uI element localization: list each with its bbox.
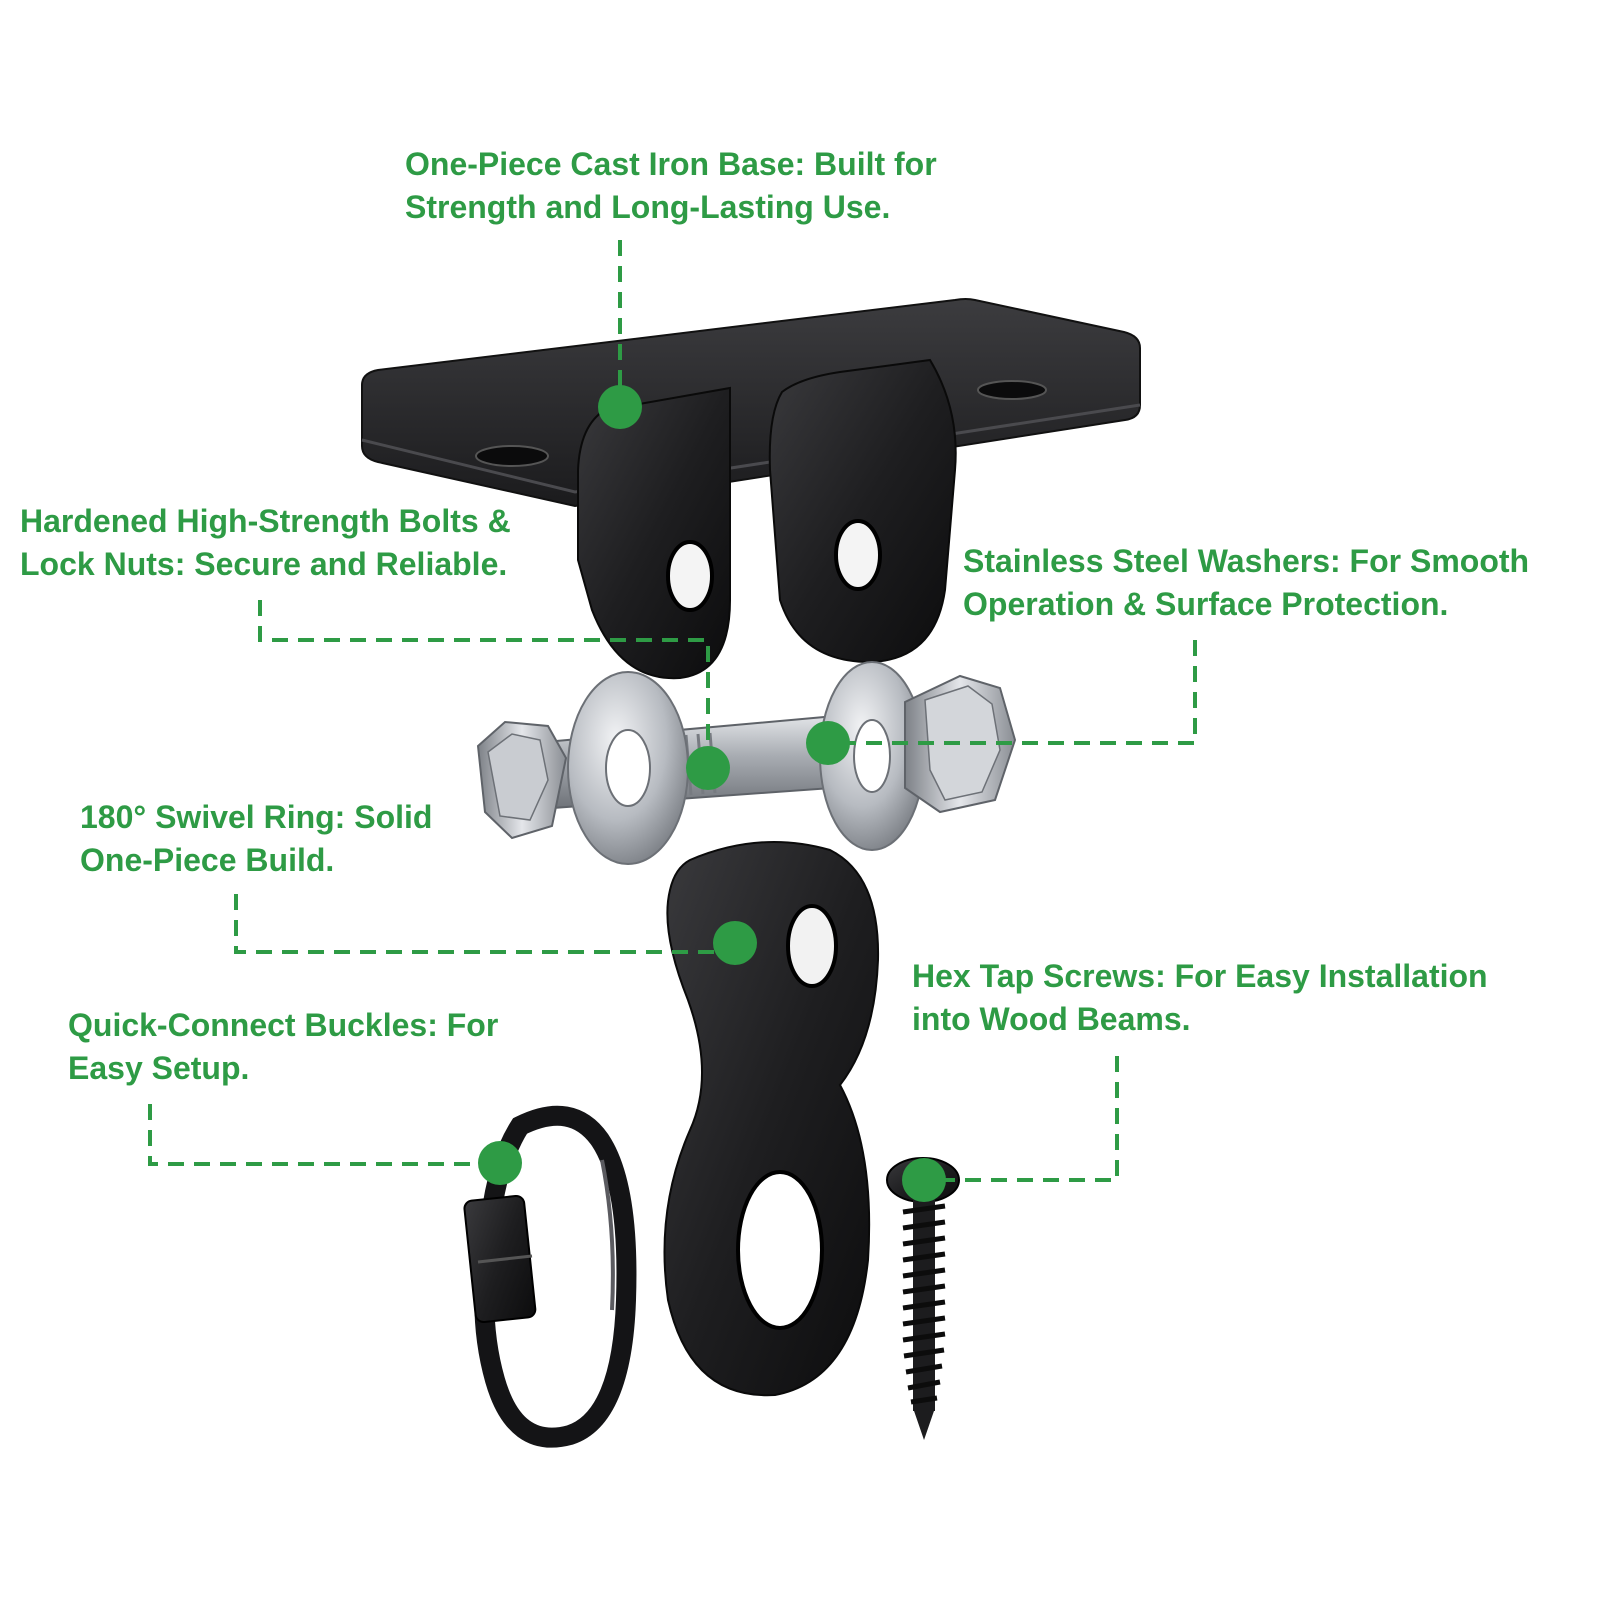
callout-swivel-ring: 180° Swivel Ring: Solid One-Piece Build. — [80, 796, 432, 882]
ear-hole-left — [666, 540, 714, 612]
callout-dots — [478, 385, 946, 1202]
callout-bolts-line2: Lock Nuts: Secure and Reliable. — [20, 546, 508, 582]
washer-right-hole — [853, 719, 891, 793]
leader-ring — [234, 894, 735, 954]
screw-tip — [913, 1408, 935, 1440]
screw-threads — [902, 1203, 946, 1405]
hex-bolt-head-face — [924, 685, 1001, 801]
leader-bolts — [258, 600, 710, 762]
washer-left-hole — [605, 729, 651, 807]
callout-bolts-lock-nuts: Hardened High-Strength Bolts & Lock Nuts… — [20, 500, 511, 586]
callout-hex-tap-screws: Hex Tap Screws: For Easy Installation in… — [912, 955, 1488, 1041]
dot-screws — [902, 1158, 946, 1202]
swivel-ring-top-hole — [786, 904, 838, 988]
dot-bolts — [686, 746, 730, 790]
callout-base-line2: Strength and Long-Lasting Use. — [405, 189, 891, 225]
ear-hole-right — [834, 519, 882, 591]
dot-base — [598, 385, 642, 429]
leader-screws — [924, 1056, 1119, 1182]
dot-ring — [713, 921, 757, 965]
swivel-ring — [663, 841, 880, 1397]
callout-screws-line2: into Wood Beams. — [912, 1001, 1191, 1037]
leader-buckles — [148, 1104, 500, 1166]
base-ear-right — [768, 358, 957, 664]
callout-ring-line2: One-Piece Build. — [80, 842, 335, 878]
quick-link-sleeve-ridge — [477, 1254, 533, 1264]
base-plate — [361, 298, 1141, 508]
base-ear-left — [577, 386, 731, 680]
callout-buckles-line2: Easy Setup. — [68, 1050, 250, 1086]
callout-screws-line1: Hex Tap Screws: For Easy Installation — [912, 958, 1488, 994]
callout-buckles-line1: Quick-Connect Buckles: For — [68, 1007, 499, 1043]
callout-washers-line1: Stainless Steel Washers: For Smooth — [963, 543, 1530, 579]
callout-cast-iron-base: One-Piece Cast Iron Base: Built for Stre… — [405, 143, 937, 229]
callout-stainless-washers: Stainless Steel Washers: For Smooth Oper… — [963, 540, 1529, 626]
dot-buckles — [478, 1141, 522, 1185]
leader-lines — [148, 240, 1197, 1182]
bolt-assembly — [476, 661, 1017, 865]
base-mount-hole-right — [977, 380, 1047, 400]
quick-link — [463, 1105, 637, 1448]
quick-link-highlight — [600, 1159, 615, 1311]
lock-nut-face — [487, 733, 549, 821]
dot-washers — [806, 721, 850, 765]
cast-iron-base — [361, 298, 1141, 680]
callout-washers-line2: Operation & Surface Protection. — [963, 586, 1449, 622]
callout-ring-line1: 180° Swivel Ring: Solid — [80, 799, 433, 835]
leader-washers — [828, 640, 1197, 745]
swivel-ring-bottom-hole — [736, 1170, 824, 1330]
callout-base-line1: One-Piece Cast Iron Base: Built for — [405, 146, 937, 182]
callout-bolts-line1: Hardened High-Strength Bolts & — [20, 503, 511, 539]
base-mount-hole-left — [475, 445, 549, 467]
callout-quick-connect-buckles: Quick-Connect Buckles: For Easy Setup. — [68, 1004, 498, 1090]
